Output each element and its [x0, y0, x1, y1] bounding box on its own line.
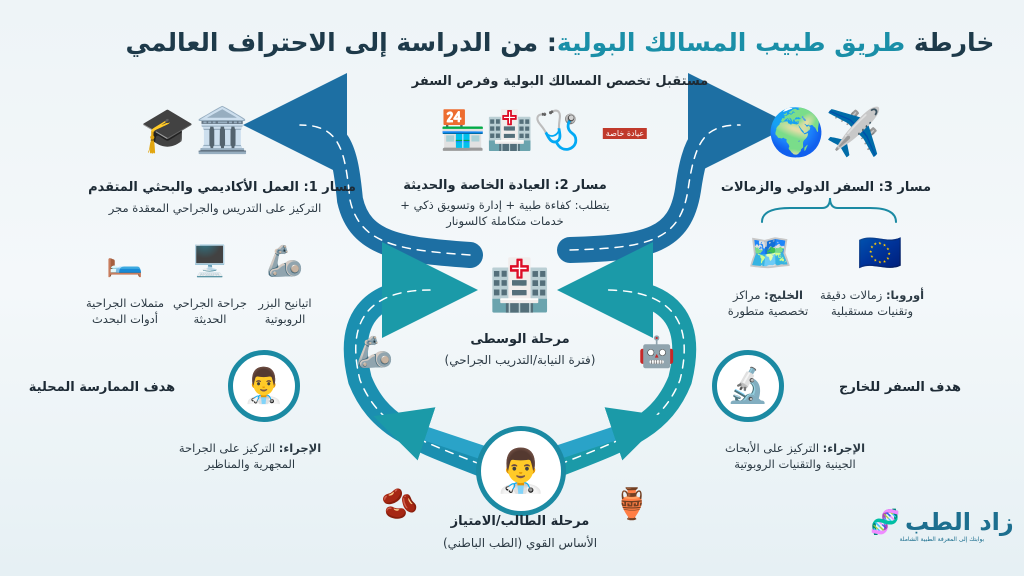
middle-stage-desc: (فترة النيابة/التدريب الجراحي): [444, 353, 596, 367]
page-subtitle: مستقبل تخصص المسالك البولية وفرص السفر: [411, 74, 709, 89]
hospital-stethoscope-icon: 🏥: [488, 255, 552, 314]
surgical-robot-console-icon: 🖥️: [191, 243, 229, 279]
student-doctor-icon: 👨‍⚕️: [476, 426, 566, 516]
middle-stage-title: مرحلة الوسطى: [470, 332, 570, 347]
clinic-sign: عيادة خاصة: [602, 128, 648, 139]
zad-altib-logo: زاد الطب 🧬 بوابتك إلى المعرفة الطبية الش…: [870, 508, 1014, 543]
arrow-to-local: [373, 407, 497, 462]
path1-title: مسار 1: العمل الأكاديمي والبحثي المتقدم: [88, 180, 356, 195]
arrow-to-abroad: [543, 407, 667, 462]
airplane-world-map-icon: 🌍✈️: [767, 105, 883, 159]
kidneys-icon: 🫘: [381, 486, 419, 522]
path1-desc: التركيز على التدريس والجراحي المعقدة مجر: [108, 201, 322, 215]
robotic-laser-icon: 🦾: [266, 243, 304, 279]
path3-bracket: [761, 197, 897, 223]
robotic-gripper-icon: 🤖: [638, 335, 676, 370]
path3-title: مسار 3: السفر الدولي والزمالات: [720, 180, 932, 195]
dna-book-icon: 🧬: [870, 508, 900, 536]
student-stage-desc: الأساس القوي (الطب الباطني): [442, 536, 598, 550]
operating-table-icon: 🛏️: [106, 243, 144, 279]
student-stage-title: مرحلة الطالب/الامتياز: [450, 514, 590, 529]
local-goal-title: هدف الممارسة المحلية: [28, 380, 176, 395]
gulf-map-magnifier-icon: 🗺️: [747, 232, 793, 274]
abroad-goal-title: هدف السفر للخارج: [839, 380, 961, 395]
bladder-icon: 🏺: [613, 486, 651, 522]
private-clinic-icon: 🏪🏥🩺: [439, 107, 581, 152]
doctor-patient-icon: 👨‍⚕️: [228, 350, 300, 422]
university-building-icon: 🎓🏛️: [140, 105, 250, 156]
path2-desc: يتطلب: كفاءة طبية + إدارة وتسويق ذكي +خد…: [400, 198, 610, 228]
microscope-research-icon: 🔬: [712, 350, 784, 422]
path2-title: مسار 2: العيادة الخاصة والحديثة: [403, 178, 607, 193]
europe-map-magnifier-icon: 🇪🇺: [857, 232, 903, 274]
page-title: خارطة طريق طبيب المسالك البولية: من الدر…: [125, 28, 995, 57]
robotic-arm-icon: 🦾: [356, 335, 394, 370]
